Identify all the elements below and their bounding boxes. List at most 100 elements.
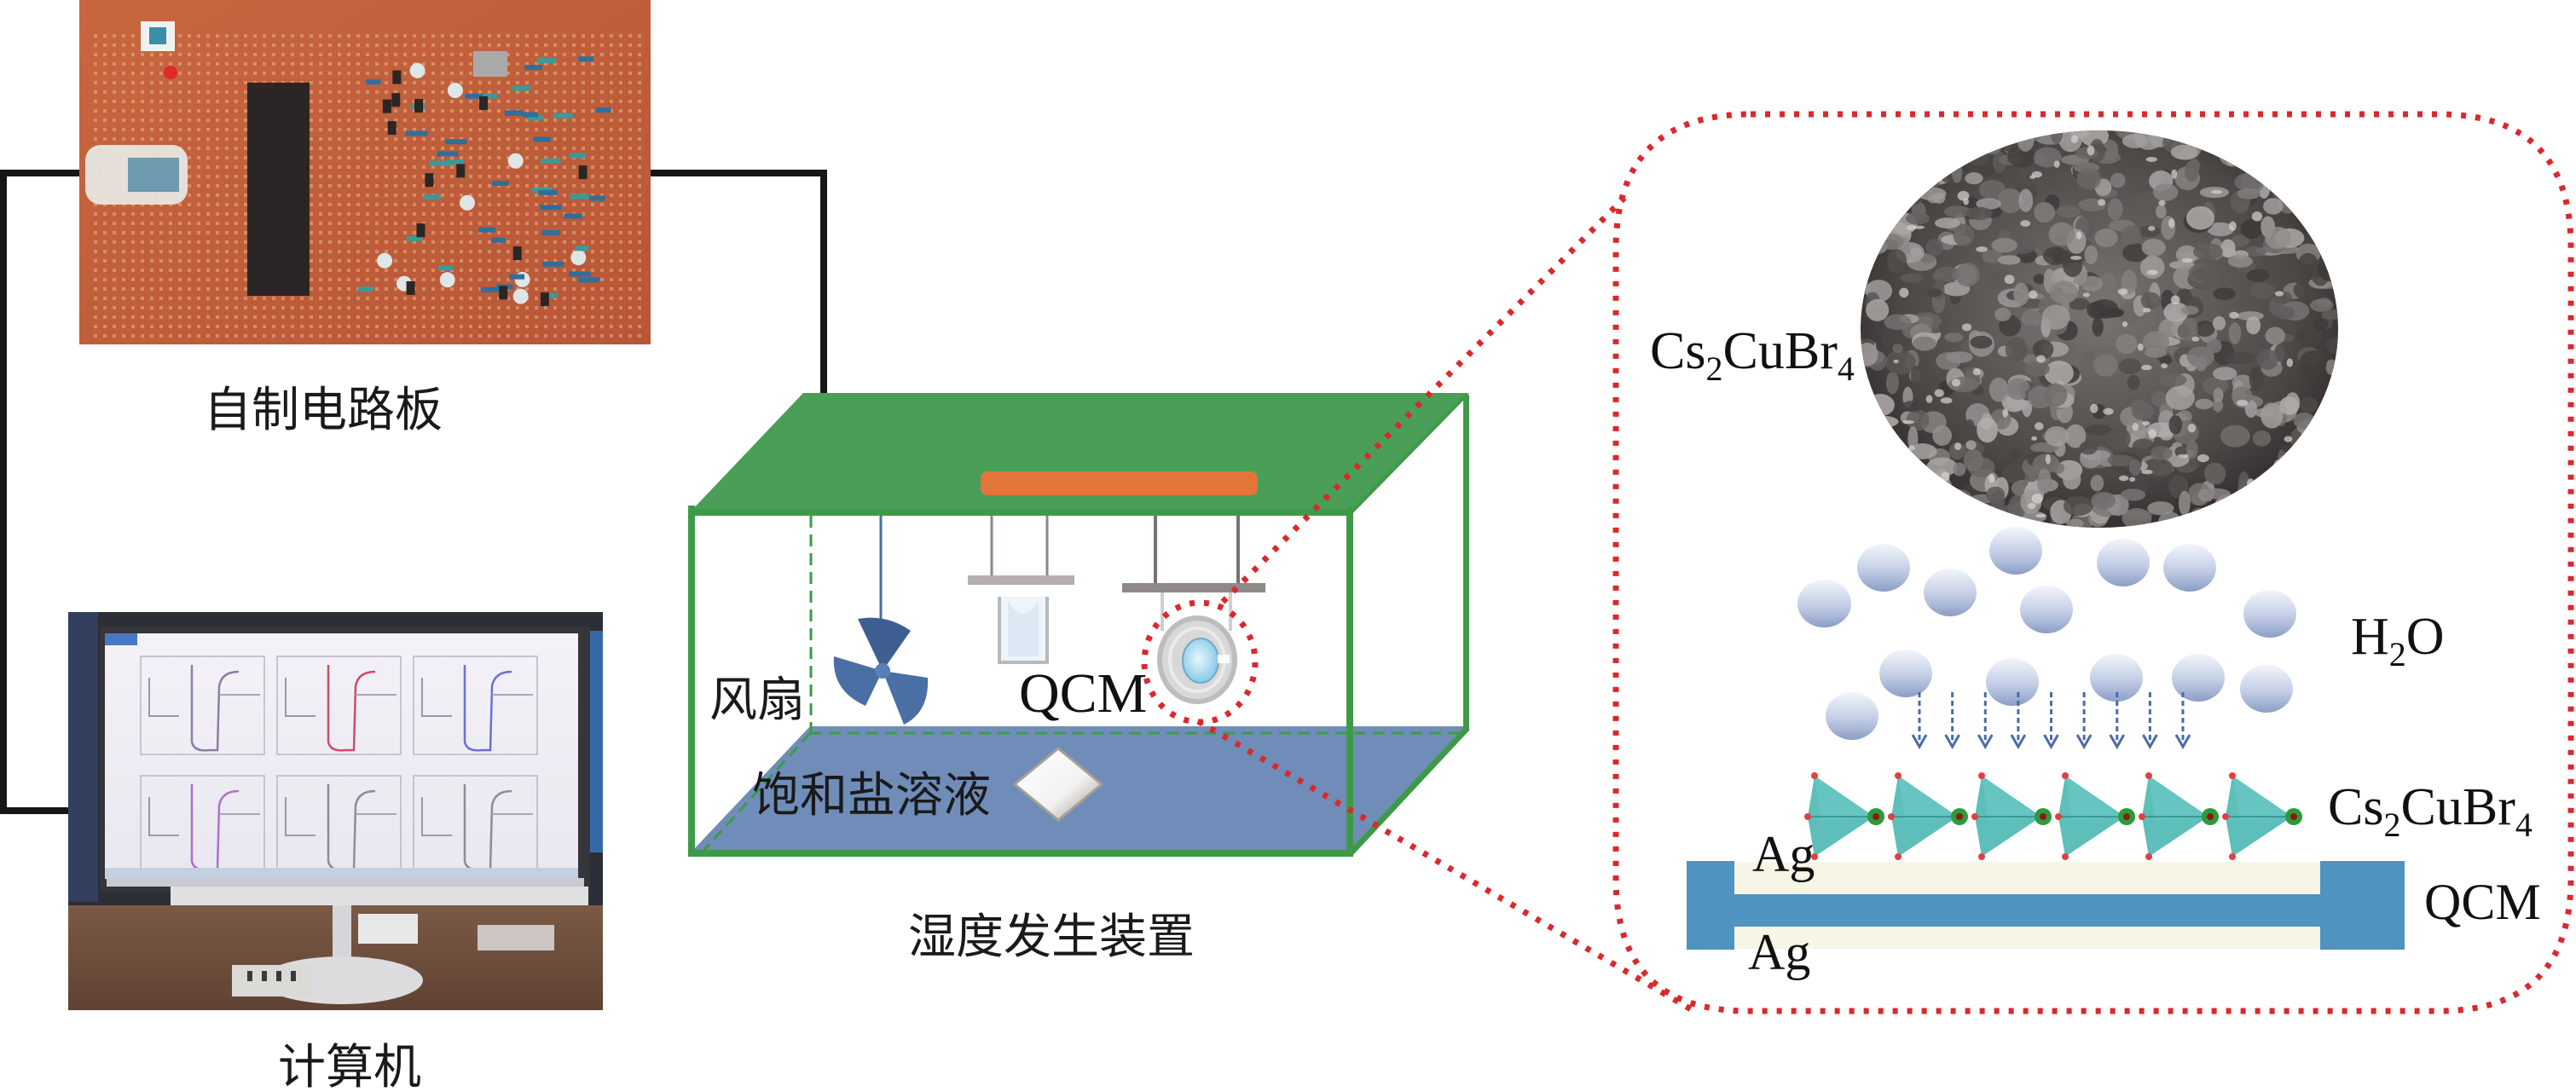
sem-grain bbox=[1965, 440, 1977, 450]
sem-grain bbox=[1861, 386, 1867, 398]
sem-highlight bbox=[1925, 395, 1933, 403]
adsorption-arrow-icon bbox=[1977, 692, 1994, 750]
sem-grain bbox=[1910, 365, 1923, 385]
qcm-end-left bbox=[1687, 861, 1734, 950]
sem-grain bbox=[1917, 136, 1941, 158]
sem-grain bbox=[2006, 378, 2030, 401]
sem-grain bbox=[2075, 147, 2098, 159]
sem-highlight bbox=[1940, 397, 1953, 404]
sem-highlight bbox=[1948, 150, 1959, 158]
sem-grain bbox=[2308, 481, 2326, 494]
sem-grain bbox=[2195, 321, 2215, 338]
sem-grain bbox=[1954, 501, 1969, 512]
sem-grain bbox=[2129, 459, 2141, 477]
br-atom bbox=[2062, 853, 2069, 860]
sem-grain bbox=[2320, 211, 2333, 227]
sem-grain bbox=[2227, 255, 2253, 268]
sem-grain bbox=[1888, 520, 1908, 528]
sem-grain bbox=[2308, 487, 2330, 507]
sem-grain bbox=[2195, 355, 2208, 372]
pcb-resistor bbox=[569, 271, 591, 277]
sem-highlight bbox=[2070, 135, 2079, 144]
sem-grain bbox=[1872, 156, 1892, 179]
sem-grain bbox=[2299, 466, 2324, 491]
sem-grain bbox=[1867, 465, 1889, 482]
circuit-board-label: 自制电路板 bbox=[204, 383, 443, 438]
br-atom bbox=[2145, 772, 2152, 779]
sem-grain bbox=[2266, 480, 2282, 503]
sem-grain bbox=[2207, 222, 2234, 237]
sem-grain bbox=[2076, 167, 2102, 190]
sem-grain bbox=[2092, 316, 2104, 337]
sem-grain bbox=[1970, 335, 1993, 350]
sem-grain bbox=[1884, 350, 1916, 375]
sem-grain bbox=[2313, 460, 2338, 478]
sem-grain bbox=[1918, 139, 1937, 153]
sem-grain bbox=[2180, 305, 2199, 315]
electrode-bottom bbox=[1734, 926, 2320, 949]
adsorption-arrow-icon bbox=[1944, 692, 1960, 750]
sem-highlight bbox=[1889, 477, 1896, 488]
sem-grain bbox=[2308, 427, 2335, 447]
sem-grain bbox=[1869, 476, 1885, 495]
sem-highlight bbox=[1899, 463, 1910, 471]
screen-plot-curve bbox=[285, 678, 315, 717]
sem-grain bbox=[1964, 419, 1976, 443]
sem-grain bbox=[1866, 393, 1895, 417]
sem-highlight bbox=[1861, 251, 1867, 257]
cuvette-icon bbox=[968, 516, 1074, 664]
sem-highlight bbox=[2304, 170, 2313, 175]
sem-highlight bbox=[2171, 169, 2178, 179]
sem-grain bbox=[2244, 152, 2273, 164]
sem-grain bbox=[1874, 163, 1902, 184]
sem-grain bbox=[2017, 130, 2035, 152]
sem-highlight bbox=[2311, 228, 2323, 239]
chamber-front-right-edge bbox=[1346, 506, 1353, 857]
sem-grain bbox=[1886, 249, 1907, 274]
cubr4-tetrahedron bbox=[2139, 772, 2219, 860]
sem-grain bbox=[2249, 282, 2276, 300]
sem-grain bbox=[1976, 198, 2001, 210]
sem-grain bbox=[2156, 204, 2167, 219]
sem-highlight bbox=[2250, 510, 2258, 518]
sem-grain bbox=[1884, 155, 1902, 168]
pcb-resistor bbox=[478, 227, 496, 233]
sem-grain bbox=[2094, 228, 2118, 247]
sem-grain bbox=[2131, 402, 2154, 421]
sem-grain bbox=[2241, 130, 2255, 151]
br-atom bbox=[1978, 853, 1985, 860]
heater-bar bbox=[981, 471, 1258, 495]
sem-grain bbox=[2201, 488, 2232, 500]
sem-grain bbox=[2139, 255, 2165, 280]
computer-label: 计算机 bbox=[278, 1040, 421, 1092]
sem-grain bbox=[1867, 415, 1899, 428]
pcb-resistor bbox=[541, 158, 561, 164]
sem-grain bbox=[1880, 458, 1907, 478]
sem-grain bbox=[2286, 165, 2309, 176]
sem-highlight bbox=[2229, 311, 2239, 319]
sem-grain bbox=[2246, 316, 2261, 335]
sem-grain bbox=[2270, 182, 2283, 194]
sem-grain bbox=[1861, 234, 1887, 256]
sem-highlight bbox=[2117, 288, 2128, 295]
wire-pcb-to-computer bbox=[0, 170, 81, 814]
sem-grain bbox=[2273, 457, 2293, 475]
pcb-resistor bbox=[564, 213, 582, 219]
br-atom bbox=[2229, 772, 2236, 779]
sem-grain bbox=[2299, 396, 2318, 413]
sem-grain bbox=[2120, 488, 2146, 501]
sem-highlight bbox=[2004, 274, 2015, 285]
pcb-resistor bbox=[505, 110, 524, 116]
sem-grain bbox=[1870, 142, 1895, 152]
sem-grain bbox=[2142, 331, 2170, 353]
sem-grain bbox=[1884, 449, 1899, 470]
sem-highlight bbox=[1913, 225, 1925, 229]
pcb-capacitor bbox=[514, 271, 530, 287]
sem-grain bbox=[1861, 197, 1884, 206]
sem-highlight bbox=[1972, 368, 1981, 376]
sem-grain bbox=[1861, 170, 1867, 188]
sem-highlight bbox=[2181, 257, 2193, 263]
sem-grain bbox=[2310, 470, 2326, 488]
pcb-resistor bbox=[512, 85, 531, 91]
sem-grain bbox=[1861, 507, 1879, 528]
